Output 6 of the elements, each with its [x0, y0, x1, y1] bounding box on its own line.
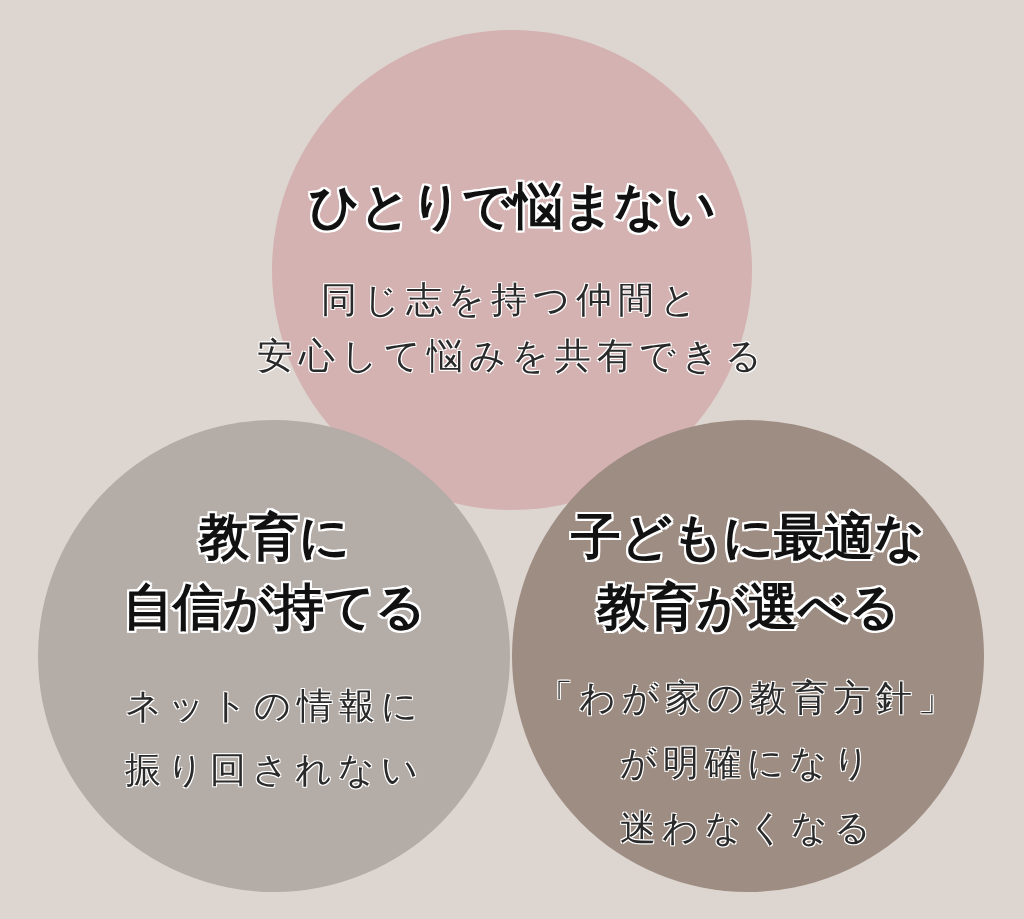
circle-heading: 子どもに最適な教育が選べる [571, 507, 925, 638]
circle-description: 同じ志を持つ仲間と安心して悩みを共有できる [256, 278, 768, 378]
circle-heading: 教育に自信が持てる [122, 507, 426, 638]
circle-heading: ひとりで悩まない [308, 178, 716, 234]
circle-description: ネットの情報に振り回されない [124, 684, 424, 792]
circle-description: 「わが家の教育方針」が明確になり迷わなくなる [536, 676, 960, 850]
